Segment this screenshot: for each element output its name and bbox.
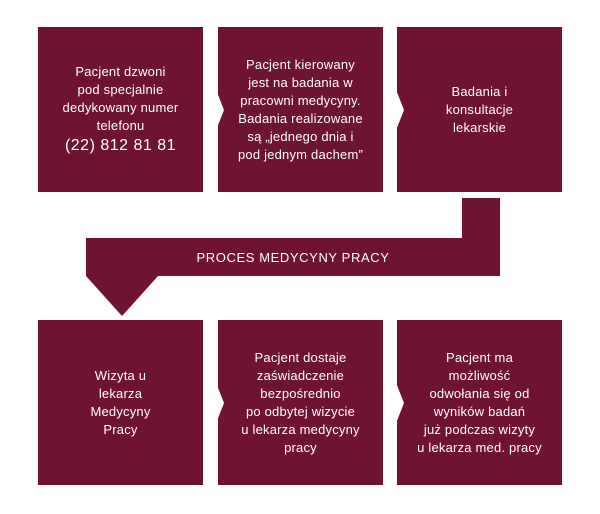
step-2-line-4: Badania realizowane — [238, 110, 363, 126]
phone-number[interactable]: (22) 812 81 81 — [64, 136, 177, 154]
step-box-3: Badania i konsultacje lekarskie — [397, 27, 562, 192]
step-4-line-2: lekarza — [98, 385, 143, 401]
step-6-line-5: już podczas wizyty — [423, 421, 536, 437]
step-3-line-3: lekarskie — [452, 119, 507, 135]
step-1-line-3: dedykowany numer — [62, 99, 179, 115]
down-arrow-icon — [86, 276, 158, 316]
step-6-line-6: u lekarza med. pracy — [417, 439, 542, 455]
step-3-line-2: konsultacje — [445, 101, 514, 117]
step-6-line-1: Pacjent ma — [445, 349, 514, 365]
step-3-line-1: Badania i — [451, 83, 508, 99]
step-box-6: Pacjent ma możliwość odwołania się od wy… — [397, 320, 562, 485]
step-1-line-2: pod specjalnie — [77, 81, 164, 97]
step-5-line-2: zaświadczenie — [256, 367, 345, 383]
step-1-line-4: telefonu — [96, 117, 145, 133]
step-2-line-5: są „jednego dnia i — [247, 128, 354, 144]
step-6-line-4: wyników badań — [433, 403, 526, 419]
step-2-line-2: jest na badania w — [248, 74, 353, 90]
step-box-1: Pacjent dzwoni pod specjalnie dedykowany… — [38, 27, 203, 192]
process-banner-label: PROCES MEDYCYNY PRACY — [196, 249, 390, 265]
step-box-2: Pacjent kierowany jest na badania w prac… — [218, 27, 383, 192]
step-6-line-2: możliwość — [448, 367, 511, 383]
step-box-4: Wizyta u lekarza Medycyny Pracy — [38, 320, 203, 485]
step-1-line-1: Pacjent dzwoni — [75, 63, 166, 79]
step-5-line-4: po odbytej wizycie — [245, 403, 356, 419]
step-5-line-5: u lekarza medycyny — [241, 421, 360, 437]
step-5-line-1: Pacjent dostaje — [254, 349, 347, 365]
step-box-5: Pacjent dostaje zaświadczenie bezpośredn… — [218, 320, 383, 485]
step-4-line-1: Wizyta u — [94, 367, 147, 383]
step-2-line-6: pod jednym dachem” — [238, 146, 363, 162]
step-4-line-3: Medycyny — [90, 403, 151, 419]
step-5-line-3: bezpośrednio — [260, 385, 341, 401]
step-2-line-1: Pacjent kierowany — [246, 56, 355, 72]
step-5-line-6: pracy — [284, 439, 317, 455]
step-6-line-3: odwołania się od — [429, 385, 530, 401]
step-2-line-3: pracowni medycyny. — [240, 92, 361, 108]
step-4-line-4: Pracy — [103, 421, 138, 437]
